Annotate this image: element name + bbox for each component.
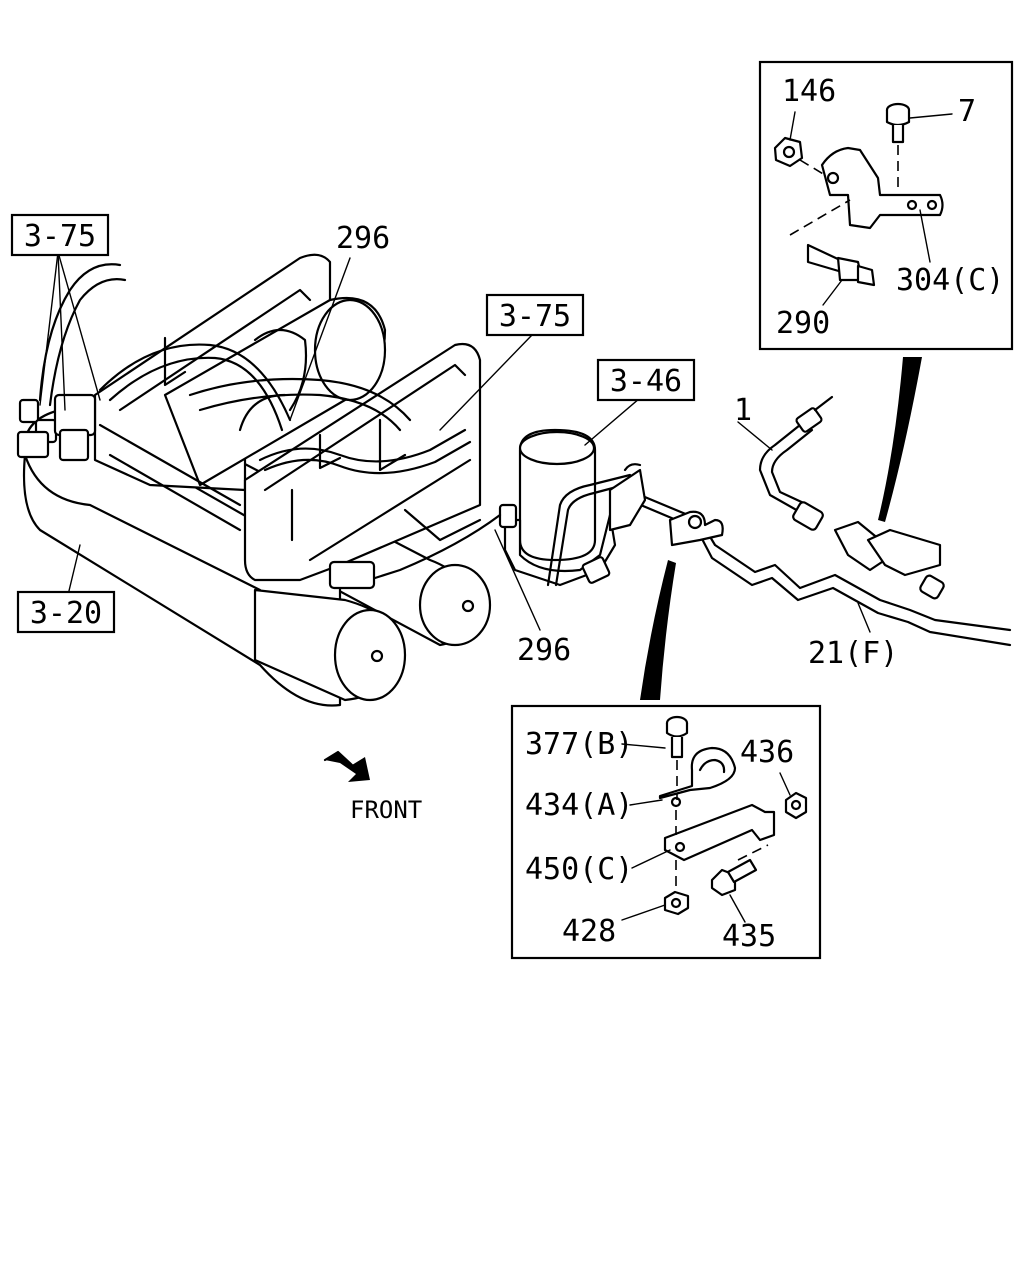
part-296-top: 296 <box>336 221 390 256</box>
part-7: 7 <box>958 94 976 129</box>
part-377b: 377(B) <box>525 727 633 762</box>
detail-pointer-upper <box>878 357 922 522</box>
ref-3-46: 3-46 <box>610 364 682 399</box>
ref-box-3-46[interactable] <box>596 358 696 402</box>
part-304c: 304(C) <box>896 263 1004 298</box>
front-label: FRONT <box>350 796 422 824</box>
ref-box-3-75-left[interactable] <box>10 213 110 257</box>
hose-1 <box>758 395 945 600</box>
ref-3-75-mid: 3-75 <box>499 299 571 334</box>
part-290: 290 <box>776 306 830 341</box>
part-1: 1 <box>734 393 752 428</box>
part-296-bottom: 296 <box>517 633 571 668</box>
detail-pointer-lower <box>640 560 676 700</box>
part-428: 428 <box>562 914 616 949</box>
pipe-21f <box>668 510 1012 647</box>
detail-lower <box>510 704 822 960</box>
detail-upper <box>758 60 1014 351</box>
air-dryer <box>498 428 702 587</box>
part-434a: 434(A) <box>525 788 633 823</box>
leader-lines <box>39 251 871 633</box>
ref-3-20: 3-20 <box>30 596 102 631</box>
part-21f: 21(F) <box>808 636 898 671</box>
part-146: 146 <box>782 74 836 109</box>
part-435: 435 <box>722 919 776 954</box>
front-arrow-outline <box>323 750 354 767</box>
part-436: 436 <box>740 735 794 770</box>
front-arrow-icon <box>325 752 370 782</box>
part-450c: 450(C) <box>525 852 633 887</box>
ref-box-3-20[interactable] <box>16 590 116 634</box>
ref-box-3-75-mid[interactable] <box>485 293 585 337</box>
ref-3-75-left: 3-75 <box>24 219 96 254</box>
